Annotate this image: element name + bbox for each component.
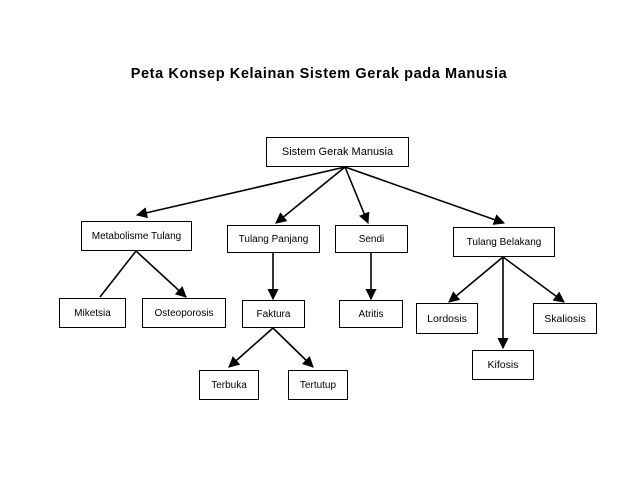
node-sendi: Sendi [335, 225, 408, 253]
page-title: Peta Konsep Kelainan Sistem Gerak pada M… [130, 66, 508, 82]
node-terbuka: Terbuka [199, 370, 259, 400]
node-miketsia: Miketsia [59, 298, 126, 328]
edge-metabolisme-miketsia [99, 250, 137, 298]
node-tulang-belakang: Tulang Belakang [453, 227, 555, 257]
edge-root-metabolisme [135, 166, 346, 219]
node-metabolisme-tulang: Metabolisme Tulang [81, 221, 192, 251]
node-sistem-gerak-manusia: Sistem Gerak Manusia [266, 137, 409, 167]
edge-belakang-lordosis [448, 256, 504, 303]
node-tulang-panjang: Tulang Panjang [227, 225, 320, 253]
node-atritis: Atritis [339, 300, 403, 328]
edge-metabolisme-osteoporosis [135, 250, 187, 298]
node-faktura: Faktura [242, 300, 305, 328]
node-skaliosis: Skaliosis [533, 303, 597, 334]
node-lordosis: Lordosis [416, 303, 478, 334]
node-osteoporosis: Osteoporosis [142, 298, 226, 328]
edge-faktura-tertutup [272, 327, 314, 368]
node-tertutup: Tertutup [288, 370, 348, 400]
edge-root-sendi [344, 166, 370, 225]
node-kifosis: Kifosis [472, 350, 534, 380]
edge-root-tulang-belakang [344, 166, 506, 225]
edge-faktura-terbuka [228, 327, 274, 368]
edge-root-tulang-panjang [275, 166, 346, 224]
edge-belakang-skaliosis [502, 256, 565, 303]
